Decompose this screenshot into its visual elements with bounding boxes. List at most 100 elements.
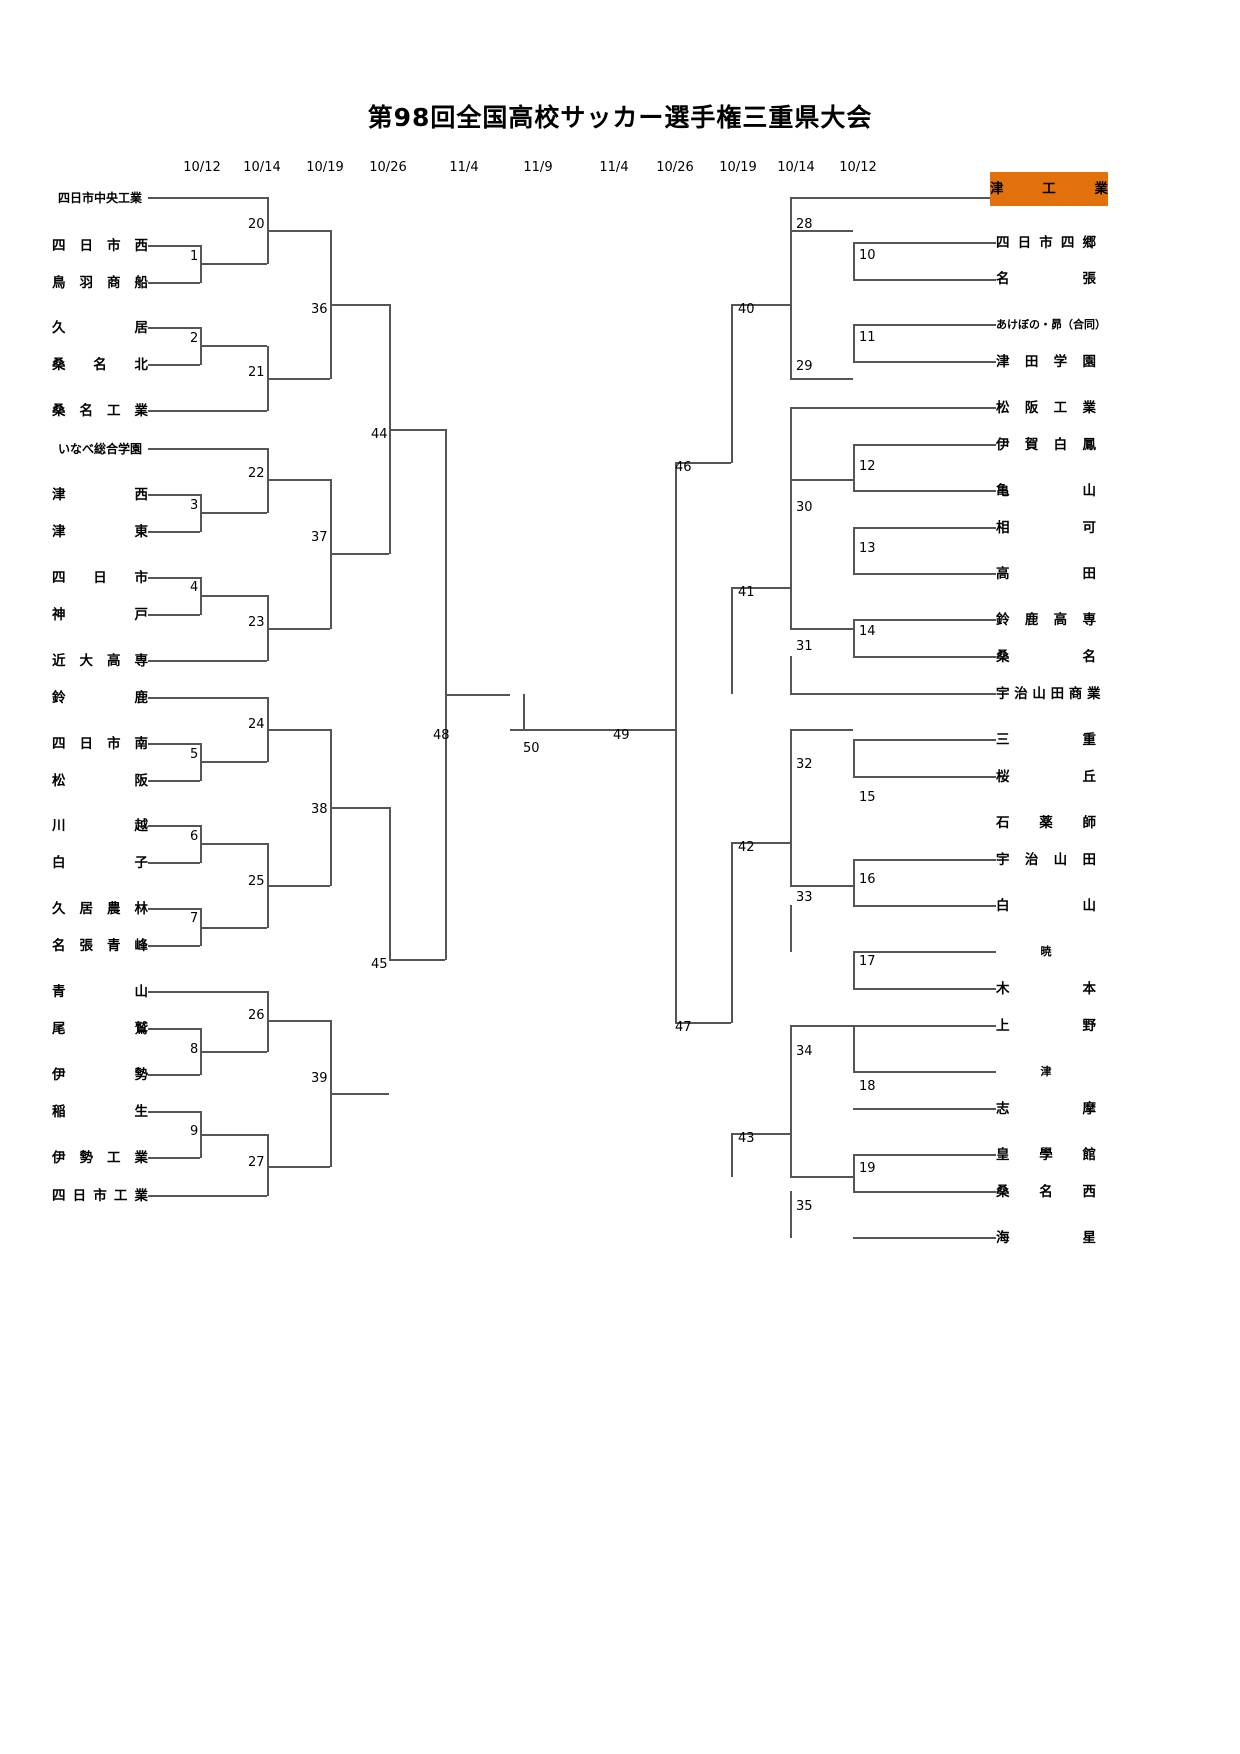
match-number-47: 47 [675, 1020, 692, 1035]
date-header-1: 10/14 [243, 160, 281, 175]
bracket-line-h [853, 1237, 996, 1239]
team-right-19[interactable]: 木 本 [996, 981, 1096, 997]
team-right-5[interactable]: 松 阪 工 業 [996, 400, 1096, 416]
team-left-15[interactable]: 川 越 [52, 818, 148, 834]
team-right-21[interactable]: 津 [1040, 1065, 1052, 1078]
team-left-9[interactable]: 四 日 市 [52, 570, 148, 586]
team-right-8[interactable]: 相 可 [996, 520, 1096, 536]
team-right-25[interactable]: 海 星 [996, 1230, 1096, 1246]
team-left-20[interactable]: 尾 鷲 [52, 1021, 148, 1037]
match-number-24: 24 [248, 717, 265, 732]
team-right-17[interactable]: 白 山 [996, 898, 1096, 914]
date-header-7: 10/26 [656, 160, 694, 175]
team-right-23[interactable]: 皇 學 館 [996, 1147, 1096, 1163]
team-left-2[interactable]: 鳥 羽 商 船 [52, 275, 148, 291]
bracket-line-v [853, 1025, 855, 1072]
bracket-line-h [200, 843, 267, 845]
bracket-line-v [853, 951, 855, 989]
team-left-21[interactable]: 伊 勢 [52, 1067, 148, 1083]
team-right-20[interactable]: 上 野 [996, 1018, 1096, 1034]
team-left-18[interactable]: 名 張 青 峰 [52, 938, 148, 954]
bracket-line-v [330, 479, 332, 629]
bracket-line-h [853, 242, 996, 244]
team-right-16[interactable]: 宇 治 山 田 [996, 852, 1096, 868]
bracket-line-h [267, 1020, 330, 1022]
bracket-line-v [267, 595, 269, 661]
team-right-11[interactable]: 桑 名 [996, 649, 1096, 665]
bracket-line-v [790, 905, 792, 952]
team-right-10[interactable]: 鈴 鹿 高 専 [996, 612, 1096, 628]
team-right-24[interactable]: 桑 名 西 [996, 1184, 1096, 1200]
team-left-12[interactable]: 鈴 鹿 [52, 690, 148, 706]
bracket-line-h [853, 279, 996, 281]
team-left-0[interactable]: 四日市中央工業 [57, 191, 142, 205]
bracket-line-v [731, 587, 733, 694]
team-left-22[interactable]: 稲 生 [52, 1104, 148, 1120]
winner-team[interactable]: 津 工 業 [990, 172, 1108, 206]
bracket-line-v [200, 577, 202, 615]
match-number-42: 42 [738, 840, 755, 855]
team-right-18[interactable]: 暁 [1040, 945, 1052, 958]
bracket-line-v [790, 656, 792, 694]
match-number-41: 41 [738, 585, 755, 600]
team-right-14[interactable]: 桜 丘 [996, 769, 1096, 785]
team-left-4[interactable]: 桑 名 北 [52, 357, 148, 373]
team-left-8[interactable]: 津 東 [52, 524, 148, 540]
bracket-line-h [610, 729, 675, 731]
team-right-1[interactable]: 四 日 市 四 郷 [996, 235, 1096, 251]
match-number-5: 5 [190, 747, 199, 762]
team-left-3[interactable]: 久 居 [52, 320, 148, 336]
bracket-line-v [200, 743, 202, 781]
team-right-6[interactable]: 伊 賀 白 鳳 [996, 437, 1096, 453]
bracket-line-h [853, 988, 996, 990]
team-left-23[interactable]: 伊 勢 工 業 [52, 1150, 148, 1166]
team-right-7[interactable]: 亀 山 [996, 483, 1096, 499]
match-number-21: 21 [248, 365, 265, 380]
team-right-15[interactable]: 石 薬 師 [996, 815, 1096, 831]
match-number-33: 33 [796, 890, 813, 905]
match-number-6: 6 [190, 829, 199, 844]
bracket-line-h [853, 324, 996, 326]
bracket-line-h [148, 1111, 200, 1113]
team-right-13[interactable]: 三 重 [996, 732, 1096, 748]
bracket-line-v [389, 807, 391, 960]
bracket-line-h [853, 1191, 996, 1193]
bracket-line-h [148, 531, 200, 533]
team-left-17[interactable]: 久 居 農 林 [52, 901, 148, 917]
team-left-14[interactable]: 松 阪 [52, 773, 148, 789]
team-right-4[interactable]: 津 田 学 園 [996, 354, 1096, 370]
bracket-line-v [523, 694, 525, 730]
bracket-line-h [790, 628, 853, 630]
bracket-line-h [148, 327, 200, 329]
match-number-18: 18 [859, 1079, 876, 1094]
team-left-1[interactable]: 四 日 市 西 [52, 238, 148, 254]
bracket-line-h [267, 230, 330, 232]
bracket-line-v [445, 429, 447, 960]
team-right-22[interactable]: 志 摩 [996, 1101, 1096, 1117]
team-left-10[interactable]: 神 戸 [52, 607, 148, 623]
bracket-line-h [853, 619, 996, 621]
team-left-5[interactable]: 桑 名 工 業 [52, 403, 148, 419]
team-left-19[interactable]: 青 山 [52, 984, 148, 1000]
bracket-line-h [790, 1176, 853, 1178]
bracket-line-h [148, 245, 200, 247]
team-left-7[interactable]: 津 西 [52, 487, 148, 503]
bracket-line-h [200, 595, 267, 597]
match-number-49: 49 [613, 728, 630, 743]
team-right-12[interactable]: 宇 治 山 田 商 業 [996, 686, 1101, 702]
match-number-30: 30 [796, 500, 813, 515]
bracket-line-h [790, 197, 996, 199]
bracket-line-h [445, 694, 510, 696]
bracket-line-h [148, 862, 200, 864]
team-right-2[interactable]: 名 張 [996, 271, 1096, 287]
team-left-16[interactable]: 白 子 [52, 855, 148, 871]
team-left-13[interactable]: 四 日 市 南 [52, 736, 148, 752]
team-right-3[interactable]: あけぼの・昴（合同） [996, 318, 1106, 331]
team-left-6[interactable]: いなべ総合学園 [57, 442, 142, 456]
team-left-11[interactable]: 近 大 高 専 [52, 653, 148, 669]
team-right-9[interactable]: 高 田 [996, 566, 1096, 582]
date-header-9: 10/14 [777, 160, 815, 175]
match-number-22: 22 [248, 466, 265, 481]
team-left-24[interactable]: 四 日 市 工 業 [52, 1188, 148, 1204]
